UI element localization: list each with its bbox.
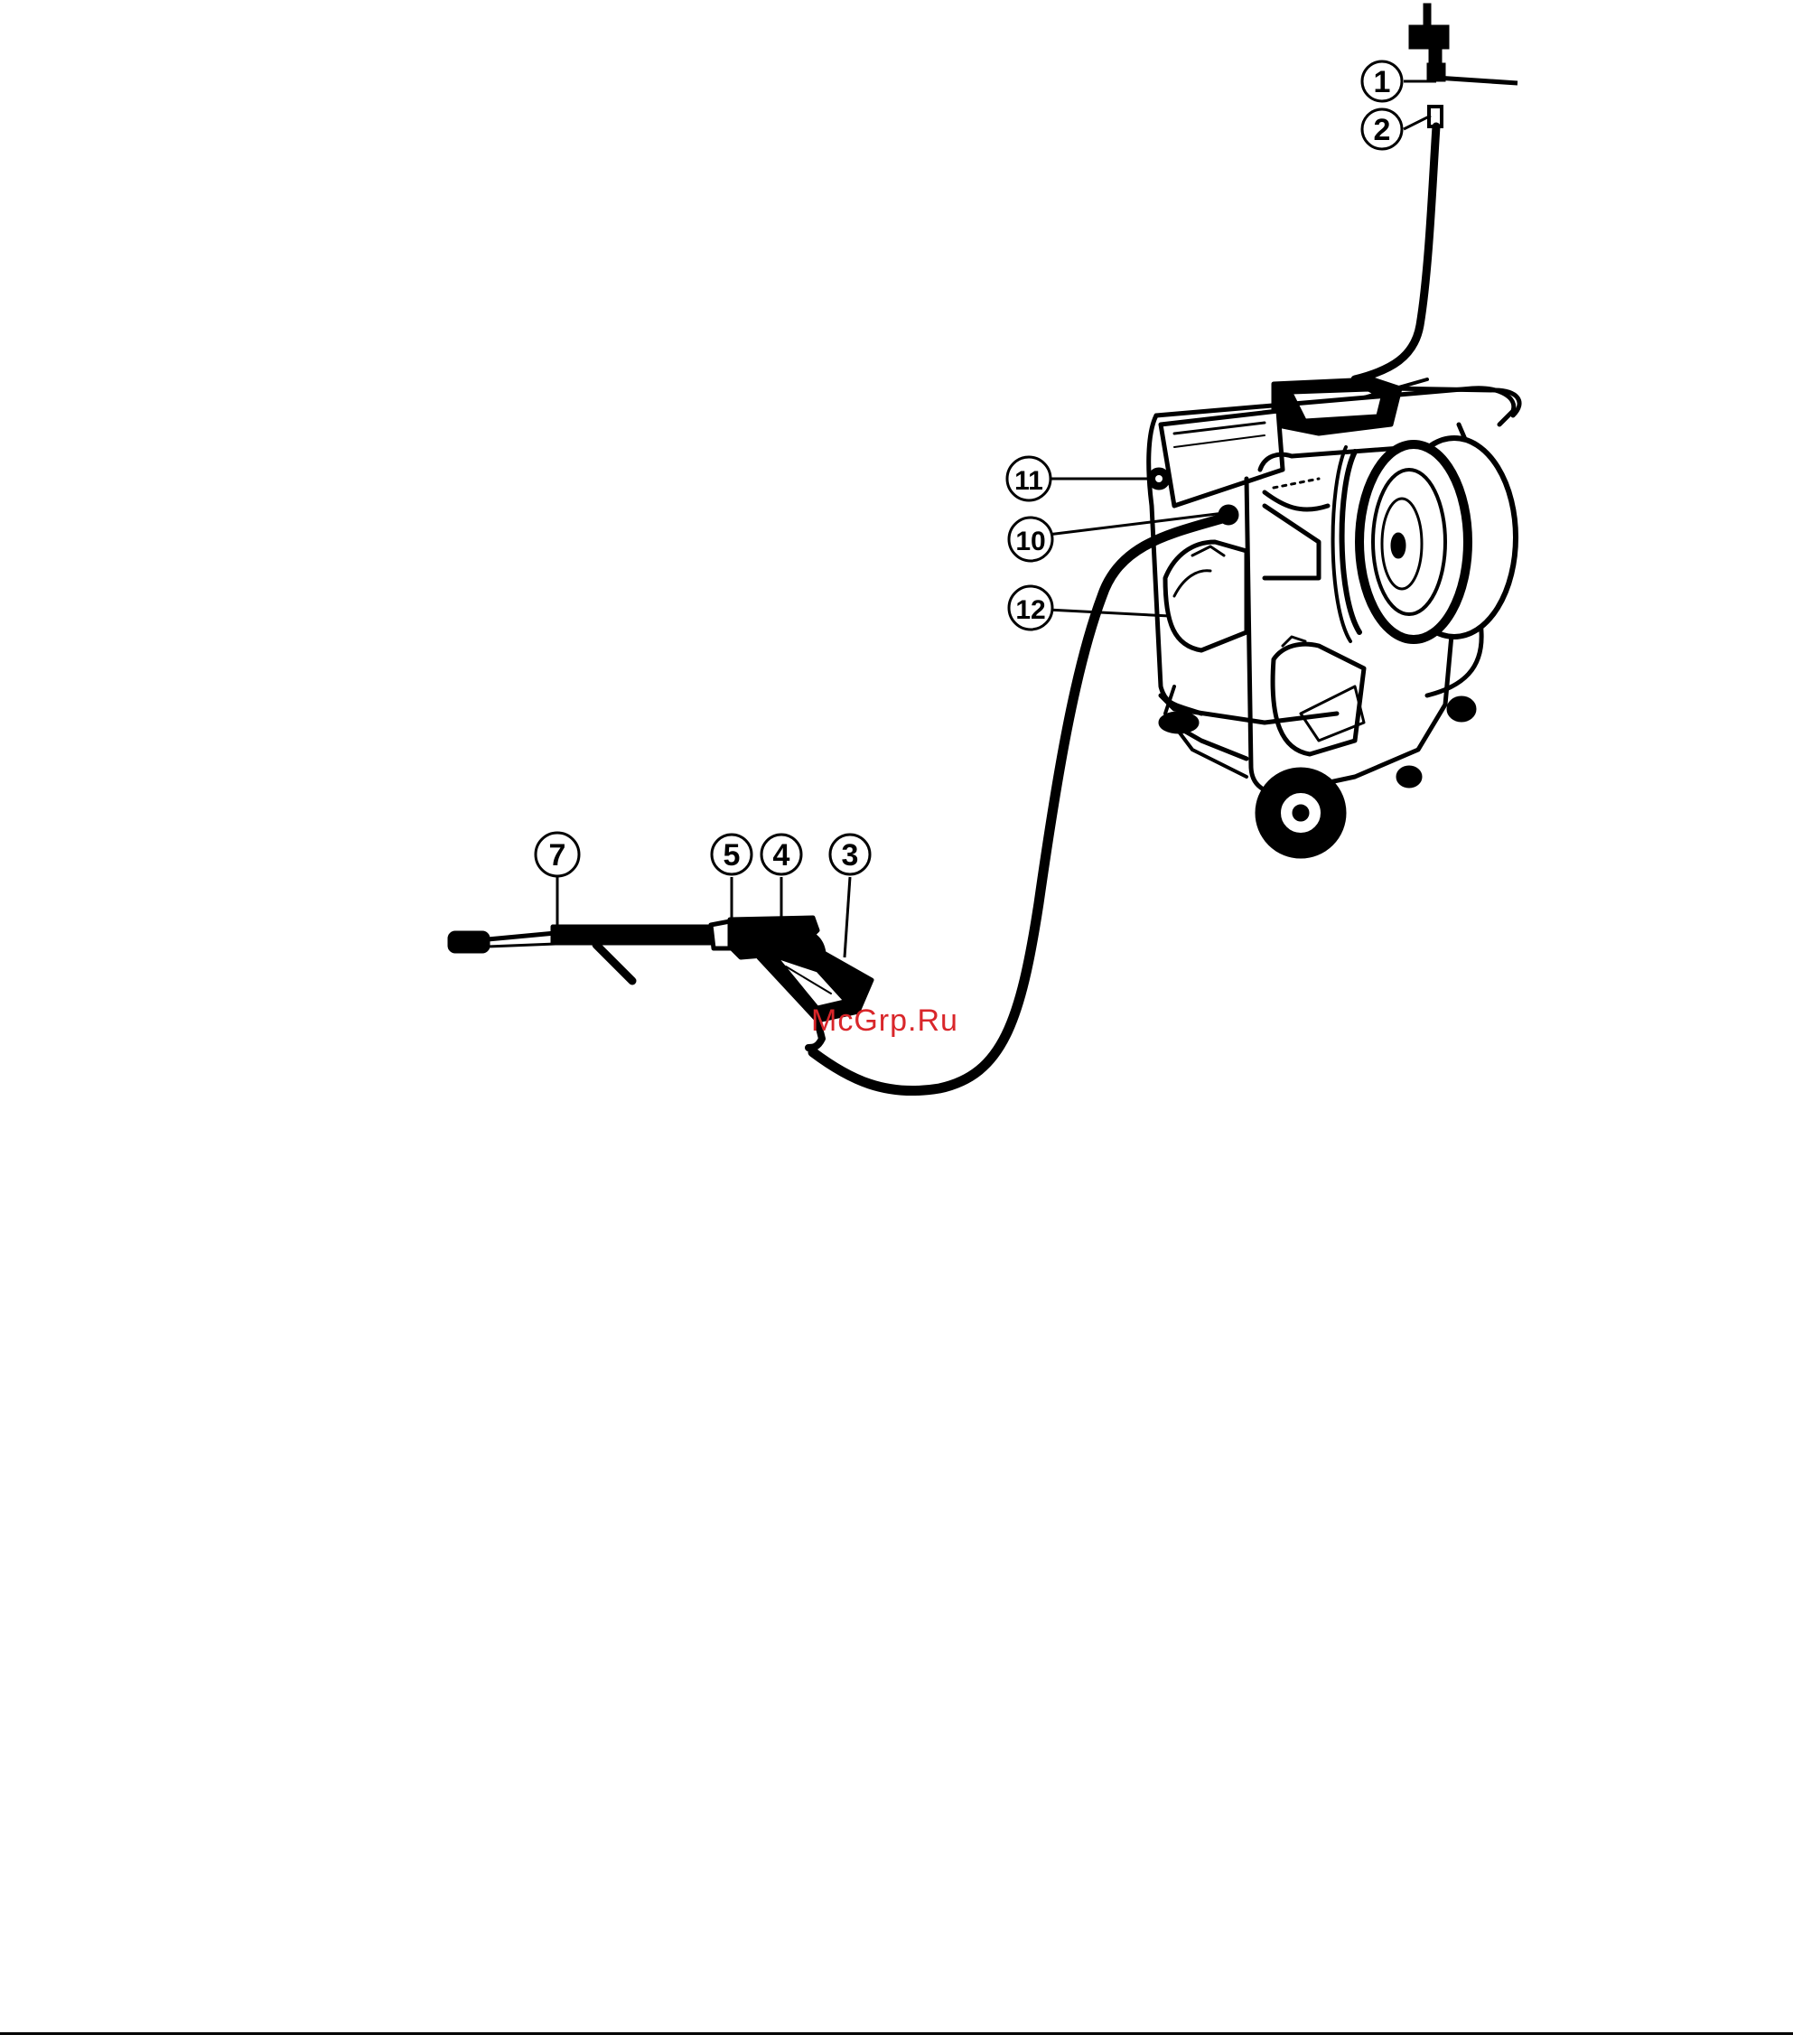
callout-10-label: 10 [1015,527,1045,556]
supply-hose [1355,126,1436,379]
callout-1-label: 1 [1374,65,1391,99]
callout-2: 2 [1362,109,1402,149]
callout-3-label: 3 [842,838,859,873]
callout-2-label: 2 [1374,113,1391,147]
callout-5: 5 [712,835,752,874]
callout-1: 1 [1362,61,1402,101]
footer-rule [0,2032,1793,2035]
callout-12-label: 12 [1015,595,1045,625]
callout-4: 4 [761,835,801,874]
pressure-washer-cart [1149,379,1519,856]
callout-7: 7 [536,833,579,876]
wall-mount-fitting [1409,4,1518,126]
callout-11: 11 [1007,457,1051,500]
callout-3: 3 [830,835,870,874]
callout-5-label: 5 [724,838,741,873]
callout-11-label: 11 [1014,466,1043,496]
callout-4-label: 4 [773,838,790,873]
callout-10: 10 [1009,518,1052,561]
watermark-text: McGrp.Ru [811,1003,958,1038]
spray-gun [450,918,872,1048]
callout-7-label: 7 [549,838,566,873]
callout-12: 12 [1009,586,1052,630]
